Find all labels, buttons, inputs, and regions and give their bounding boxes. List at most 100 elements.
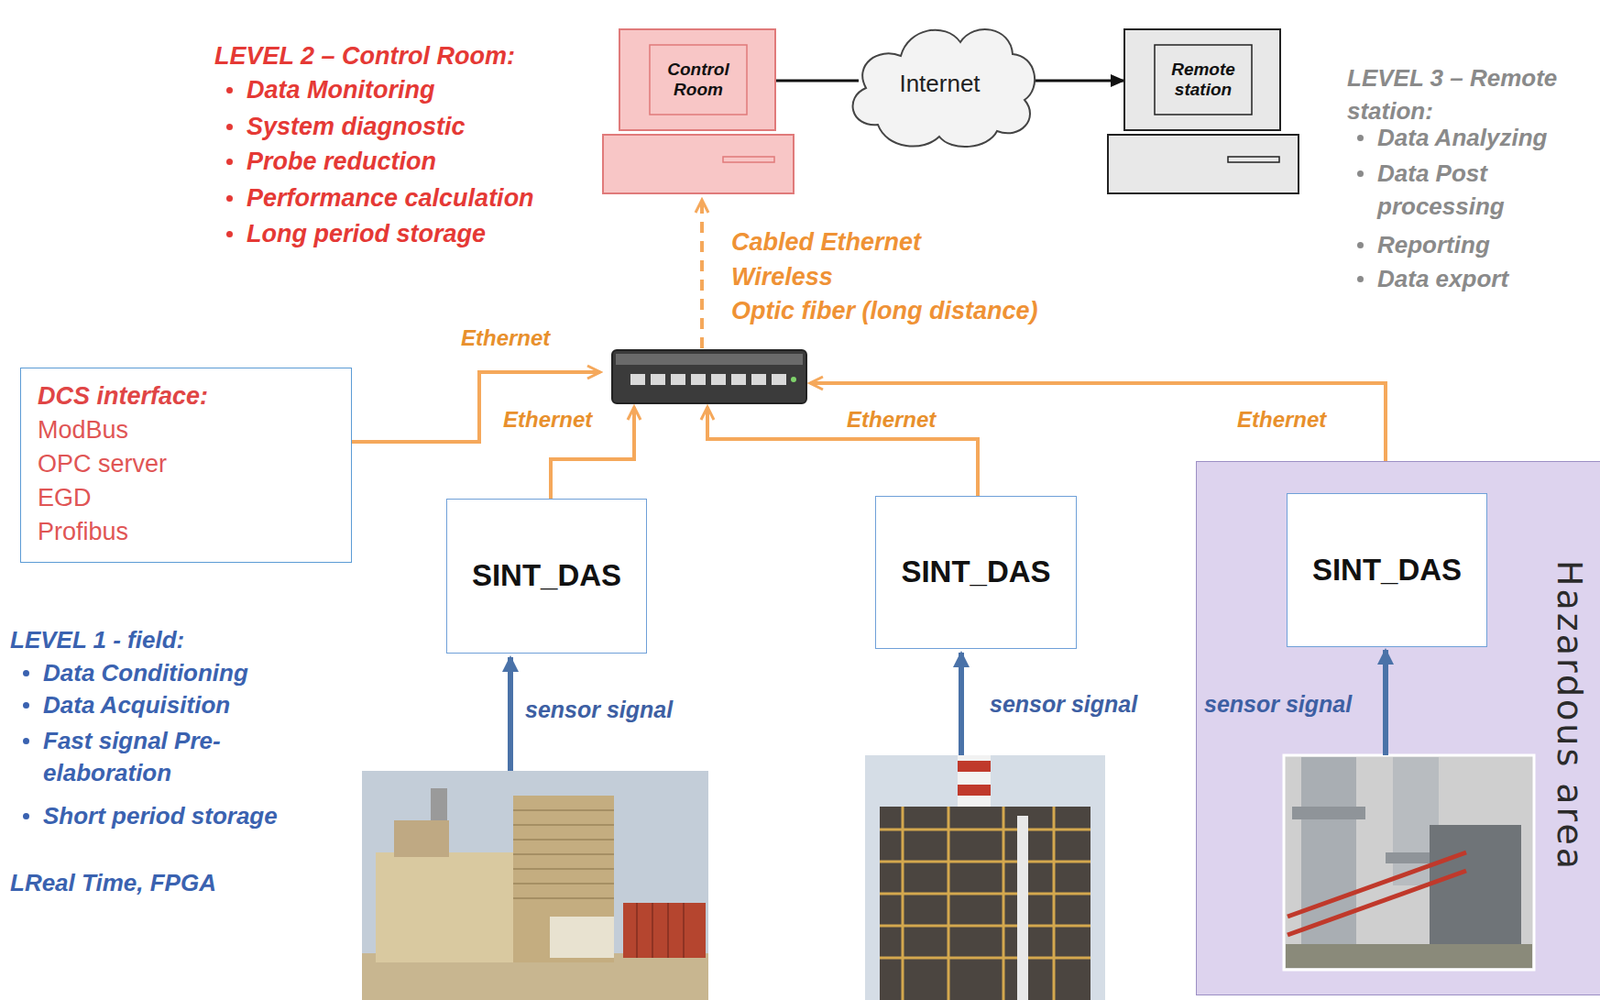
- plant-photo: [513, 882, 614, 885]
- bullet-dot: [1357, 170, 1364, 177]
- machinery-photo: [1285, 943, 1533, 968]
- plant-photo: [651, 902, 654, 958]
- plant-photo: [361, 770, 709, 1000]
- protocol-name: ModBus: [37, 413, 340, 448]
- remote-station-computer: Remote station: [1106, 28, 1300, 195]
- machinery-photo: [1287, 870, 1467, 935]
- plant-photo: [513, 867, 614, 870]
- machinery-photo: [1292, 806, 1366, 820]
- link-type: Cabled Ethernet: [731, 227, 921, 257]
- boiler-photo: [957, 784, 991, 796]
- machinery-photo: [1429, 824, 1522, 944]
- cloud-text-area: Internet: [864, 46, 1016, 121]
- hazardous-area-fill: [1195, 460, 1600, 996]
- boiler-photo: [901, 806, 905, 1000]
- plant-photo: [394, 820, 450, 857]
- network-switch: [650, 373, 666, 385]
- sint-das-unit: SINT_DAS: [446, 498, 647, 654]
- bullet-dot: [226, 158, 233, 165]
- bullet-dot: [22, 701, 30, 709]
- network-switch: [630, 373, 646, 385]
- boiler-photo: [957, 760, 991, 772]
- network-switch: [711, 373, 726, 385]
- monitor: [1124, 29, 1281, 131]
- function-item: Data Monitoring: [246, 75, 435, 105]
- cloud-shape: [853, 29, 1036, 147]
- machinery-photo: [1283, 755, 1535, 970]
- network-switch: [670, 373, 686, 385]
- sint-das-unit: SINT_DAS: [875, 495, 1077, 649]
- network-switch: [731, 373, 746, 385]
- plant-photo: [513, 809, 614, 811]
- link-type: Optic fiber (long distance): [731, 295, 1039, 326]
- boiler-photo: [879, 806, 1091, 1000]
- area-label: Hazardous area: [1552, 559, 1588, 872]
- boiler-photo: [879, 806, 1091, 1000]
- network-switch: [690, 373, 706, 385]
- internet-cloud: Internet: [836, 10, 1043, 154]
- boiler-photo: [879, 892, 1091, 896]
- wire-label: Ethernet: [503, 407, 592, 432]
- ethernet-wires: [350, 199, 1386, 499]
- unit-label: SINT_DAS: [1312, 553, 1462, 587]
- boiler-photo: [1017, 815, 1029, 1000]
- boiler-photo: [865, 755, 1106, 1000]
- level-heading: LEVEL 1 - field:: [10, 624, 185, 657]
- plant-photo: [513, 853, 614, 855]
- ethernet-wires: [810, 383, 1386, 461]
- control-room-computer: Control Room: [602, 28, 795, 195]
- computer-base: [602, 134, 794, 194]
- wire-label: Ethernet: [1237, 407, 1327, 432]
- machinery-photo: [1301, 756, 1357, 968]
- link-type: Wireless: [731, 262, 833, 292]
- bullet-dot: [22, 669, 30, 677]
- plant-photo: [513, 795, 614, 963]
- bullet-dot: [22, 812, 30, 820]
- ethernet-wires: [707, 406, 978, 496]
- plant-photo: [636, 902, 684, 958]
- network-switch: [612, 350, 807, 404]
- function-item: Short period storage: [43, 800, 278, 833]
- unit-label: SINT_DAS: [900, 555, 1051, 589]
- sint-das-unit: SINT_DAS: [1286, 493, 1488, 647]
- dcs-interface-box: DCS interface:ModBusOPC serverEGDProfibu…: [20, 367, 352, 563]
- signal-label: sensor signal: [1204, 690, 1352, 718]
- function-item: System diagnostic: [246, 111, 466, 142]
- machinery-photo: [1287, 852, 1467, 935]
- function-item: Long period storage: [246, 219, 486, 249]
- screen-text-area: Control Room: [651, 46, 746, 113]
- boiler-photo: [879, 860, 1091, 864]
- plant-photo: [549, 916, 614, 958]
- function-item: Data Analyzing: [1377, 120, 1593, 154]
- protocol-name: OPC server: [37, 447, 340, 482]
- dcs-text-list: DCS interface:ModBusOPC serverEGDProfibu…: [37, 379, 340, 549]
- bullet-dot: [226, 123, 233, 131]
- function-item: Data Post processing: [1377, 156, 1593, 224]
- level-heading: LEVEL 3 – Remote station:: [1347, 61, 1593, 129]
- plant-photo: [623, 902, 706, 958]
- bullet-dot: [226, 87, 233, 94]
- bullet-dot: [22, 737, 30, 745]
- plant-photo: [513, 897, 614, 899]
- protocol-name: Profibus: [37, 515, 340, 549]
- network-switch: [771, 373, 787, 385]
- plant-photo: [667, 902, 669, 958]
- plant-photo: [375, 852, 514, 963]
- boiler-photo: [947, 806, 951, 1000]
- boiler-photo: [879, 956, 1091, 960]
- ethernet-wires: [350, 372, 601, 442]
- plant-photo: [361, 770, 709, 1000]
- boiler-photo: [1002, 806, 1006, 1000]
- bullet-dot: [1357, 241, 1364, 249]
- function-item: Data Acquisition: [43, 689, 231, 722]
- screen-text-area: Remote station: [1156, 46, 1250, 113]
- plant-photo: [513, 810, 614, 899]
- machinery-photo: [1283, 755, 1535, 970]
- wire-label: Ethernet: [846, 407, 936, 432]
- hazardous-area-fill: [1195, 460, 1600, 996]
- plant-photo: [513, 838, 614, 841]
- plant-photo: [635, 902, 638, 958]
- hazardous-area: Hazardous area SINT_DAS: [1195, 460, 1600, 996]
- machinery-photo: [1287, 852, 1467, 917]
- computer-base: [1107, 134, 1299, 194]
